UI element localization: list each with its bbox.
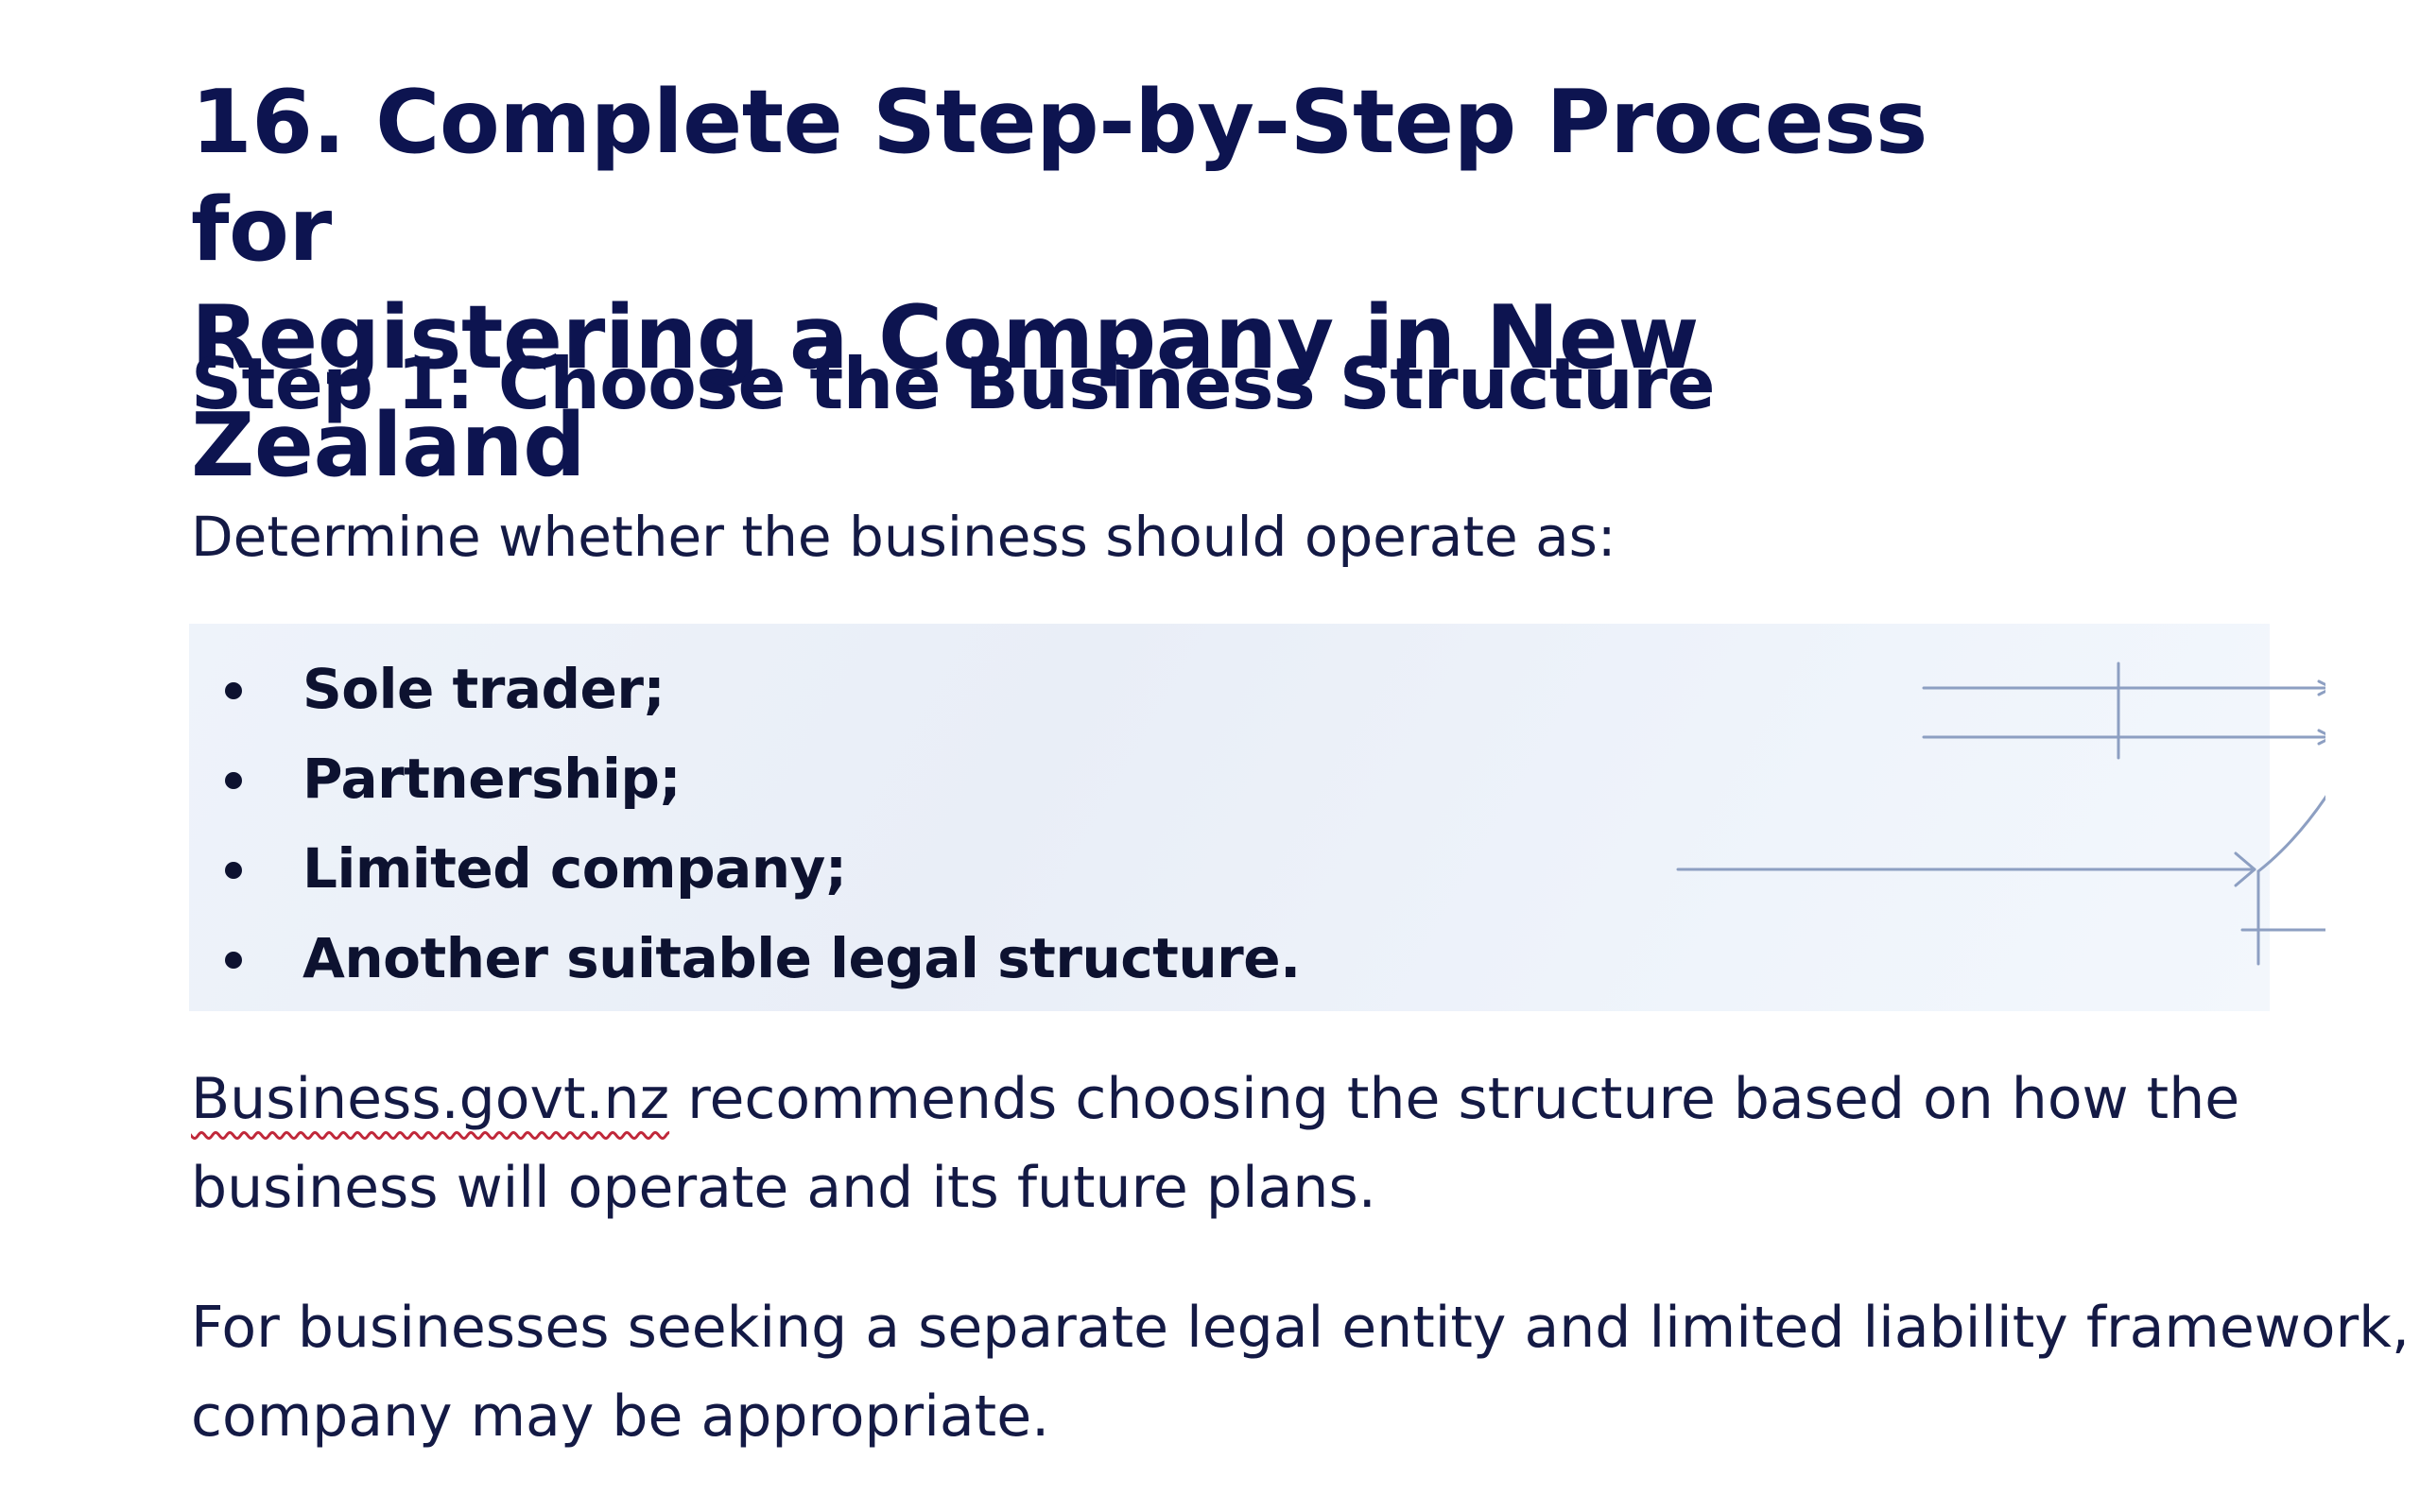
step-heading: Step 1: Choose the Business Structure [191, 342, 1716, 425]
paragraph-text: business will operate and its future pla… [191, 1155, 1376, 1221]
recommendation-paragraph: Business.govt.nz recommends choosing the… [191, 1055, 2239, 1232]
page-title: 16. Complete Step-by-Step Process for Re… [191, 68, 2082, 499]
diagram-arrowhead-middle [2317, 729, 2325, 746]
decorative-diagram-illustration [1676, 662, 2325, 966]
list-item-label: Partnership; [302, 747, 682, 811]
list-item-label: Sole trader; [302, 657, 666, 721]
paragraph-text: recommends choosing the structure based … [669, 1066, 2240, 1132]
list-item: Limited company; [189, 824, 1301, 914]
intro-paragraph: Determine whether the business should op… [191, 505, 1616, 569]
diagram-curve-up [2256, 795, 2325, 873]
structure-options-panel: Sole trader; Partnership; Limited compan… [189, 624, 2325, 1011]
company-suitability-paragraph: For businesses seeking a separate legal … [191, 1283, 2420, 1461]
structure-options-list: Sole trader; Partnership; Limited compan… [189, 644, 1301, 1004]
paragraph-text: company may be appropriate. [191, 1383, 1050, 1450]
bullet-icon [225, 952, 242, 969]
paragraph-text: For businesses seeking a separate legal … [191, 1295, 2420, 1361]
bullet-icon [225, 862, 242, 879]
list-item-label: Limited company; [302, 836, 847, 901]
list-item: Another suitable legal structure. [189, 914, 1301, 1004]
bullet-icon [225, 772, 242, 789]
business-govt-link-text: Business.govt.nz [191, 1066, 670, 1132]
bullet-icon [225, 682, 242, 699]
list-item: Partnership; [189, 734, 1301, 824]
list-item: Sole trader; [189, 644, 1301, 734]
diagram-arrowhead-bottom [2234, 851, 2256, 887]
page-title-line-2: Registering a Company in New Zealand [191, 286, 1699, 496]
diagram-arrowhead-top [2317, 679, 2325, 696]
list-item-label: Another suitable legal structure. [302, 926, 1301, 990]
page-title-line-1: 16. Complete Step-by-Step Process for [191, 71, 1927, 281]
